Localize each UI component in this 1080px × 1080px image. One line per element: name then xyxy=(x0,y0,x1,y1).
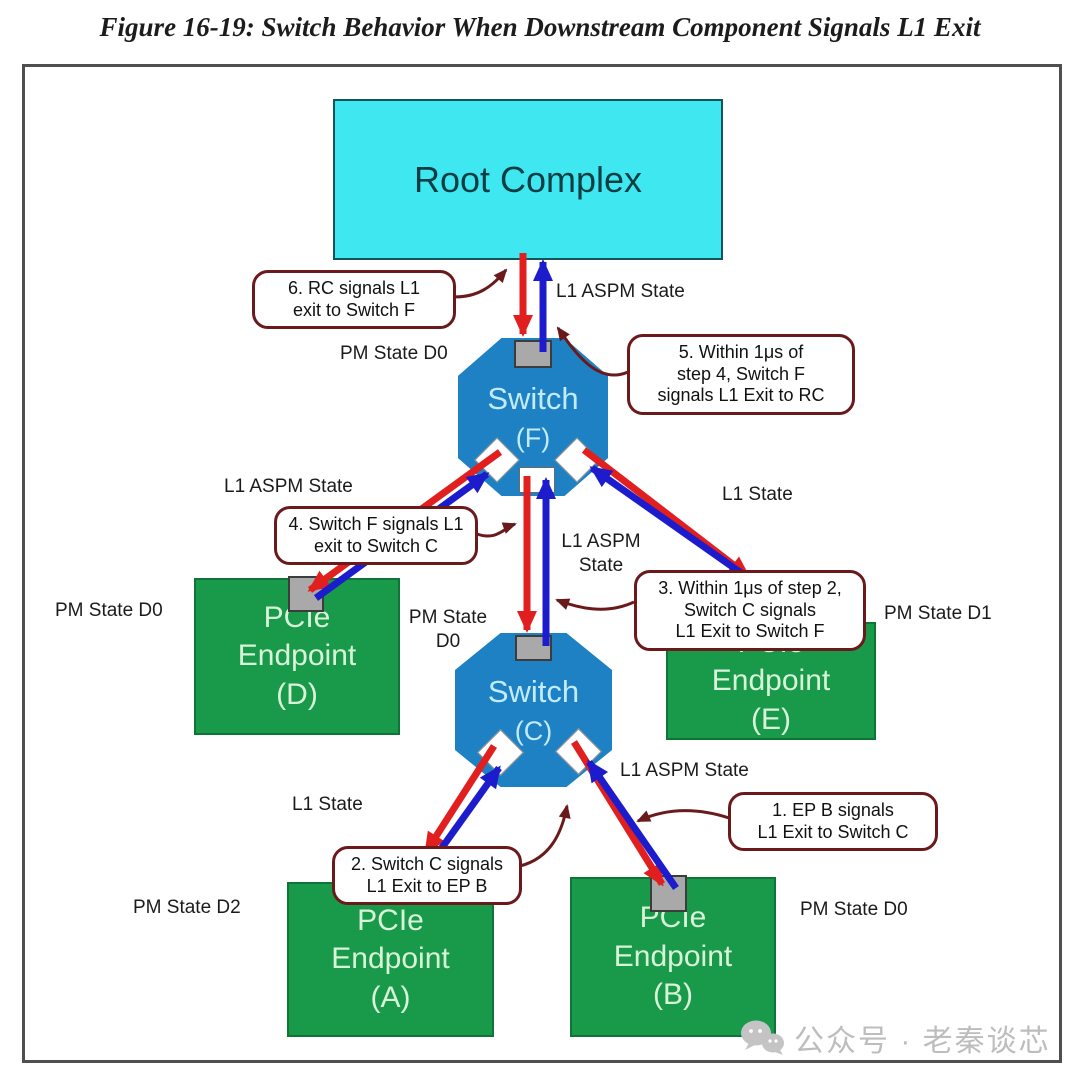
callout-step-3-line: 3. Within 1μs of step 2, xyxy=(658,578,842,598)
endpoint-b-port xyxy=(650,875,687,912)
callout-step-5-line: step 4, Switch F xyxy=(676,363,806,384)
label-l1-aspm-state-middle-line2: State xyxy=(578,554,624,576)
callout-step-1-line: L1 Exit to Switch C xyxy=(757,821,909,842)
watermark-text: 公众号 · 老秦谈芯 xyxy=(794,1025,1051,1058)
label-l1-aspm-state-top: L1 ASPM State xyxy=(556,281,685,302)
callout-step-5: 5. Within 1μs of step 4, Switch F signal… xyxy=(627,334,855,415)
switch-f-upstream-port xyxy=(514,340,552,368)
callout-step-4-line: exit to Switch C xyxy=(313,535,439,556)
label-l1-aspm-state-switch-c: L1 ASPM State xyxy=(620,760,749,781)
callout-step-6: 6. RC signals L1 exit to Switch F xyxy=(252,270,456,330)
callout-step-2-line: 2. Switch C signals xyxy=(350,854,504,874)
root-complex-box: Root Complex xyxy=(333,99,723,260)
callout-step-1: 1. EP B signals L1 Exit to Switch C xyxy=(728,792,938,852)
label-l1-aspm-state-middle: L1 ASPM State xyxy=(546,530,656,578)
root-complex-label: Root Complex xyxy=(413,158,643,200)
label-pm-state-d0-switch-f: PM State D0 xyxy=(340,343,448,364)
callout-step-6-line: exit to Switch F xyxy=(292,299,416,320)
figure-caption: Figure 16-19: Switch Behavior When Downs… xyxy=(99,12,981,42)
watermark: 公众号 · 老秦谈芯 xyxy=(740,1016,1051,1060)
callout-step-2-line: L1 Exit to EP B xyxy=(366,875,488,896)
switch-c-upstream-port xyxy=(515,635,552,661)
endpoint-e-label: Endpoint xyxy=(711,664,831,698)
endpoint-b-label: Endpoint xyxy=(613,939,733,973)
label-l1-aspm-state-middle-line1: L1 ASPM xyxy=(561,531,641,552)
switch-f-downstream-port-middle xyxy=(519,467,555,493)
callout-step-3-line: Switch C signals xyxy=(683,599,817,620)
endpoint-b-id: (B) xyxy=(653,978,693,1012)
label-pm-state-d0-switch-c: PM State D0 xyxy=(400,606,496,654)
endpoint-d-label: Endpoint xyxy=(237,639,357,673)
label-l1-state-bottom: L1 State xyxy=(292,794,363,815)
label-pm-state-switch-c-line1: PM State xyxy=(408,607,488,628)
callout-step-6-line: 6. RC signals L1 xyxy=(287,278,421,298)
callout-step-4-line: 4. Switch F signals L1 xyxy=(288,514,464,534)
endpoint-b-box: PCIe Endpoint (B) xyxy=(570,877,776,1037)
label-pm-state-switch-c-line2: D0 xyxy=(435,630,461,652)
label-l1-state-right: L1 State xyxy=(722,484,793,505)
callout-step-5-line: 5. Within 1μs of xyxy=(678,342,804,362)
label-pm-state-d0-endpoint-d: PM State D0 xyxy=(55,600,163,621)
endpoint-a-box: PCIe Endpoint (A) xyxy=(287,882,494,1037)
label-pm-state-d1-endpoint-e: PM State D1 xyxy=(884,603,992,624)
endpoint-d-port xyxy=(288,576,324,612)
wechat-icon xyxy=(741,1020,784,1055)
endpoint-a-type: PCIe xyxy=(357,903,424,937)
switch-f-id: (F) xyxy=(515,422,551,453)
callout-step-2: 2. Switch C signals L1 Exit to EP B xyxy=(332,846,522,906)
endpoint-d-id: (D) xyxy=(276,677,318,711)
label-pm-state-d2-endpoint-a: PM State D2 xyxy=(133,897,241,918)
callout-step-4: 4. Switch F signals L1 exit to Switch C xyxy=(274,506,478,566)
label-pm-state-d0-endpoint-b: PM State D0 xyxy=(800,899,908,920)
callout-step-5-line: signals L1 Exit to RC xyxy=(657,385,825,406)
endpoint-e-id: (E) xyxy=(751,702,791,736)
callout-step-1-line: 1. EP B signals xyxy=(772,800,894,820)
callout-step-3: 3. Within 1μs of step 2, Switch C signal… xyxy=(634,570,866,651)
endpoint-a-id: (A) xyxy=(370,980,411,1014)
switch-c-label: Switch xyxy=(487,673,580,709)
label-l1-aspm-state-left: L1 ASPM State xyxy=(224,476,353,497)
callout-step-3-line: L1 Exit to Switch F xyxy=(675,621,825,642)
switch-f-label: Switch xyxy=(487,380,579,416)
switch-c-id: (C) xyxy=(514,715,553,746)
endpoint-a-label: Endpoint xyxy=(331,942,450,976)
